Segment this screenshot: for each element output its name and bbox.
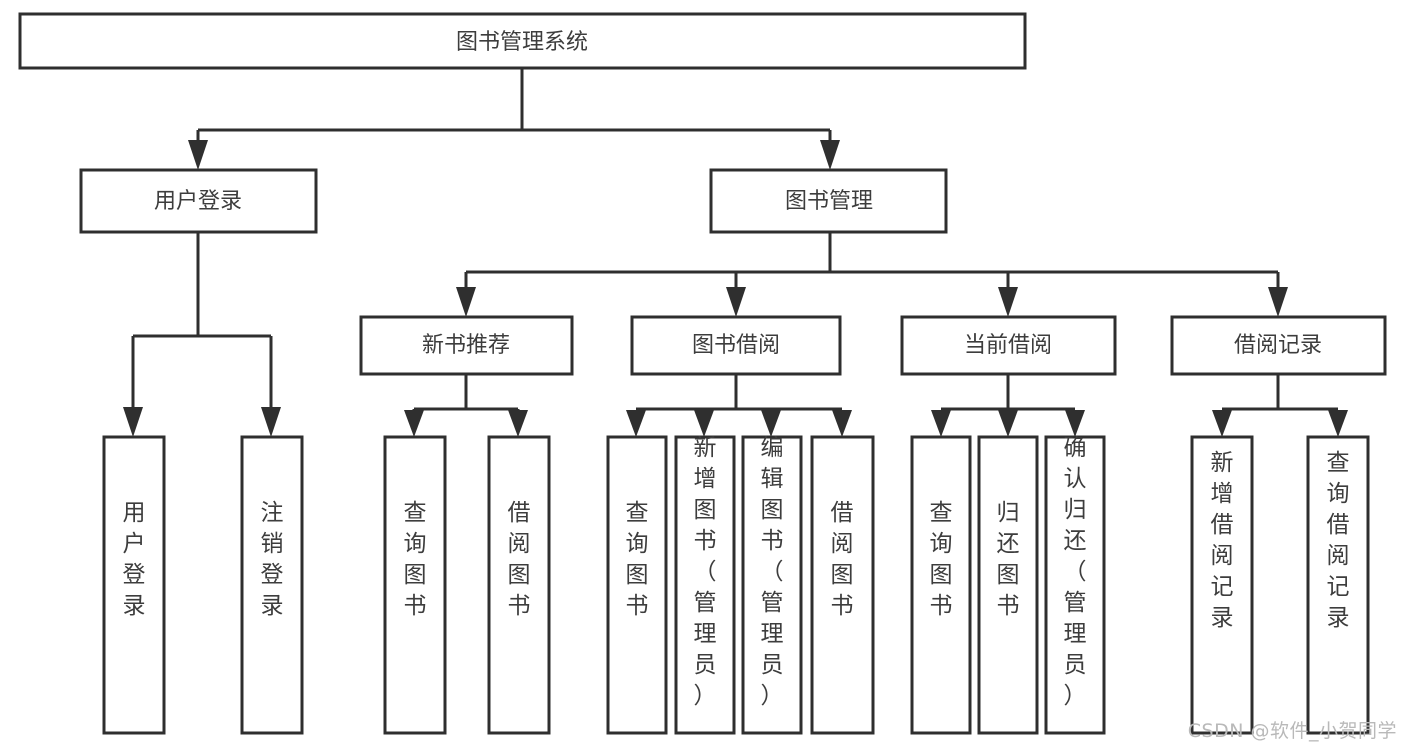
leaf-bookborrow-add-box — [674, 435, 736, 735]
leaf-node-currentborrow-confirm[interactable]: 确认归还（管理员） — [1044, 435, 1106, 735]
arrow-head-new-book — [456, 287, 476, 317]
node-user-login-box — [79, 168, 318, 234]
leaf-currentborrow-confirm-box — [1044, 435, 1106, 735]
node-root-label: 图书管理系统 — [456, 30, 588, 55]
leaf-node-bookborrow-edit[interactable]: 编辑图书（管理员） — [741, 435, 803, 735]
arrow-head-cb-leaf-2 — [998, 410, 1018, 437]
arrow-head-borrow-record — [1268, 287, 1288, 317]
leaf-currentborrow-return-box — [977, 435, 1039, 735]
leaf-node-logout[interactable]: 注销登录 — [240, 435, 304, 735]
node-borrow-record-label: 借阅记录 — [1234, 333, 1322, 358]
node-root-box — [18, 12, 1027, 70]
leaf-currentborrow-confirm-label: 确认归还（管理员） — [1064, 435, 1087, 709]
arrow-head-leaf-logout — [261, 407, 281, 437]
leaf-node-newbook-query[interactable]: 查询图书 — [383, 435, 447, 735]
leaf-user-login-label: 用户登录 — [123, 500, 146, 619]
leaf-newbook-query-label: 查询图书 — [404, 500, 427, 619]
leaf-borrowrecord-add-box — [1190, 435, 1254, 735]
arrow-head-current-borrow — [998, 287, 1018, 317]
arrow-head-bb-leaf-3 — [761, 410, 781, 437]
arrow-head-user-login — [188, 140, 208, 170]
leaf-bookborrow-borrow-box — [810, 435, 875, 735]
node-user-login[interactable]: 用户登录 — [79, 168, 318, 234]
arrow-head-nb-leaf-2 — [508, 410, 528, 437]
leaf-node-user-login-action[interactable]: 用户登录 — [102, 435, 166, 735]
node-current-borrow-box — [900, 315, 1117, 376]
node-new-book-recommend[interactable]: 新书推荐 — [359, 315, 574, 376]
leaf-node-currentborrow-query[interactable]: 查询图书 — [910, 435, 972, 735]
leaf-node-borrowrecord-add[interactable]: 新增借阅记录 — [1190, 435, 1254, 735]
arrow-head-br-leaf-1 — [1212, 410, 1232, 437]
connector-group-newbook-to-leaves — [404, 374, 528, 437]
node-current-borrow[interactable]: 当前借阅 — [900, 315, 1117, 376]
arrow-head-cb-leaf-1 — [931, 410, 951, 437]
connector-group-borrowrecord-to-leaves — [1212, 374, 1348, 437]
arrow-head-nb-leaf-1 — [404, 410, 424, 437]
arrow-head-leaf-user-login — [123, 407, 143, 437]
leaf-node-newbook-borrow[interactable]: 借阅图书 — [487, 435, 551, 735]
node-new-book-recommend-label: 新书推荐 — [422, 333, 510, 358]
node-book-management[interactable]: 图书管理 — [709, 168, 948, 234]
connector-group-currentborrow-to-leaves — [931, 374, 1085, 437]
leaf-bookborrow-query-label: 查询图书 — [626, 500, 649, 619]
leaf-newbook-borrow-label: 借阅图书 — [508, 500, 531, 619]
node-book-borrow[interactable]: 图书借阅 — [630, 315, 842, 376]
leaf-bookborrow-query-box — [606, 435, 668, 735]
leaf-newbook-query-box — [383, 435, 447, 735]
leaf-logout-label: 注销登录 — [261, 500, 284, 619]
arrow-head-br-leaf-2 — [1328, 410, 1348, 437]
connector-group-userlogin-to-leaves — [123, 232, 281, 437]
connector-group-bookborrow-to-leaves — [626, 374, 852, 437]
node-new-book-recommend-box — [359, 315, 574, 376]
arrow-head-book-manage — [820, 140, 840, 170]
leaf-node-borrowrecord-query[interactable]: 查询借阅记录 — [1306, 435, 1370, 735]
leaf-bookborrow-edit-label: 编辑图书（管理员） — [761, 435, 784, 709]
node-book-borrow-label: 图书借阅 — [692, 333, 780, 358]
arrow-head-bb-leaf-4 — [832, 410, 852, 437]
leaf-borrowrecord-query-box — [1306, 435, 1370, 735]
leaf-currentborrow-query-label: 查询图书 — [930, 500, 953, 619]
leaf-currentborrow-query-box — [910, 435, 972, 735]
leaf-bookborrow-borrow-label: 借阅图书 — [831, 500, 854, 619]
leaf-node-bookborrow-query[interactable]: 查询图书 — [606, 435, 668, 735]
node-user-login-label: 用户登录 — [154, 189, 242, 214]
connector-group-root-to-level2 — [188, 68, 840, 170]
arrow-head-book-borrow — [726, 287, 746, 317]
leaf-logout-box — [240, 435, 304, 735]
leaf-currentborrow-return-label: 归还图书 — [997, 500, 1020, 619]
node-book-management-box — [709, 168, 948, 234]
leaf-node-currentborrow-return[interactable]: 归还图书 — [977, 435, 1039, 735]
leaf-bookborrow-add-label: 新增图书（管理员） — [694, 435, 717, 709]
node-borrow-record[interactable]: 借阅记录 — [1170, 315, 1387, 376]
arrow-head-bb-leaf-1 — [626, 410, 646, 437]
leaf-borrowrecord-query-label: 查询借阅记录 — [1327, 450, 1350, 631]
node-book-borrow-box — [630, 315, 842, 376]
leaf-newbook-borrow-box — [487, 435, 551, 735]
node-borrow-record-box — [1170, 315, 1387, 376]
leaf-node-bookborrow-borrow[interactable]: 借阅图书 — [810, 435, 875, 735]
arrow-head-cb-leaf-3 — [1065, 410, 1085, 437]
leaf-user-login-box — [102, 435, 166, 735]
arrow-head-bb-leaf-2 — [694, 410, 714, 437]
connector-group-booksys-to-level3 — [456, 232, 1288, 317]
node-root-book-management-system[interactable]: 图书管理系统 — [18, 12, 1027, 70]
node-current-borrow-label: 当前借阅 — [964, 333, 1052, 358]
leaf-borrowrecord-add-label: 新增借阅记录 — [1211, 450, 1234, 631]
leaf-bookborrow-edit-box — [741, 435, 803, 735]
csdn-watermark: CSDN @软件_小贺同学 — [1187, 720, 1397, 742]
node-book-management-label: 图书管理 — [785, 189, 873, 214]
leaf-node-bookborrow-add[interactable]: 新增图书（管理员） — [674, 435, 736, 735]
